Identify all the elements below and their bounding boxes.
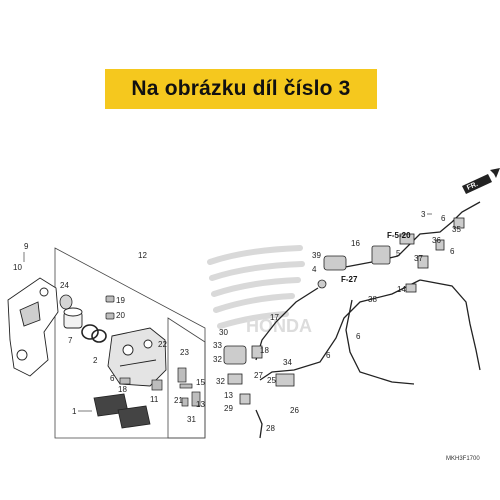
callout-28: 27 [254,371,263,380]
callout-7: 6 [441,214,446,223]
callout-6-c: 6 [450,247,455,256]
callout-10: 9 [24,242,29,251]
callout-36: 34 [283,358,292,367]
callout-33: 33 [213,341,222,350]
callout-14-b: 13 [224,391,233,400]
callout-20: 19 [116,296,125,305]
piston [63,307,83,329]
callout-33-b: 32 [213,355,222,364]
callout-38: 37 [414,254,423,263]
callout-27: 26 [290,406,299,415]
callout-14: 13 [196,400,205,409]
front-direction-label: FR. [466,181,479,192]
callout-16: 15 [196,378,205,387]
caliper-bracket [7,277,59,377]
piston-seals [81,324,107,343]
callout-32: 31 [187,415,196,424]
assembly-box-inner [167,317,206,439]
ref-label-f-27: F-27 [341,275,358,284]
callouts: 9 10 12 24 19 20 7 2 6 22 23 18 11 21 15… [13,210,461,433]
callout-21: 20 [116,311,125,320]
part-banner: Na obrázku díl číslo 3 [105,69,377,109]
callout-25: 24 [60,281,69,290]
brake-pads [93,393,151,429]
honda-wing-watermark [207,245,305,329]
hose-fittings [223,217,465,405]
caliper-body [107,327,167,387]
callout-1: 1 [72,407,77,416]
caliper-fasteners [105,295,201,407]
callout-9: 6 [110,374,115,383]
front-arrow: FR. [462,168,500,194]
callout-37: 38 [368,295,377,304]
callout-33-c: 32 [216,377,225,386]
callout-6-b: 6 [356,332,361,341]
callout-29: 28 [266,424,275,433]
callout-15: 14 [397,285,406,294]
callout-18: 17 [270,313,279,322]
callout-17: 16 [351,239,360,248]
callout-4: 4 [312,265,317,274]
banner-text: Na obrázku díl číslo 3 [131,77,351,100]
ref-label-f-5-20: F-5-20 [387,231,411,240]
callout-34: 36 [432,236,441,245]
callout-23: 22 [158,340,167,349]
callout-31: 30 [219,328,228,337]
callout-26: 25 [267,376,276,385]
callout-19-b: 18 [260,346,269,355]
callout-24: 23 [180,348,189,357]
callout-39: 39 [312,251,321,260]
callout-8: 7 [68,336,73,345]
callout-11: 10 [13,263,22,272]
callout-5: 5 [396,249,401,258]
pin-boot [59,294,73,310]
callout-13: 12 [138,251,147,260]
diagram-code: MKH3F1700 [446,456,480,462]
callout-12: 11 [150,395,159,404]
callout-30: 29 [224,404,233,413]
callout-22: 21 [174,396,183,405]
callout-2: 2 [93,356,98,365]
callout-35: 35 [452,225,461,234]
callout-6: 6 [326,351,331,360]
honda-watermark-text: HONDA [246,316,312,336]
callout-19: 18 [118,385,127,394]
callout-3: 3 [421,210,426,219]
